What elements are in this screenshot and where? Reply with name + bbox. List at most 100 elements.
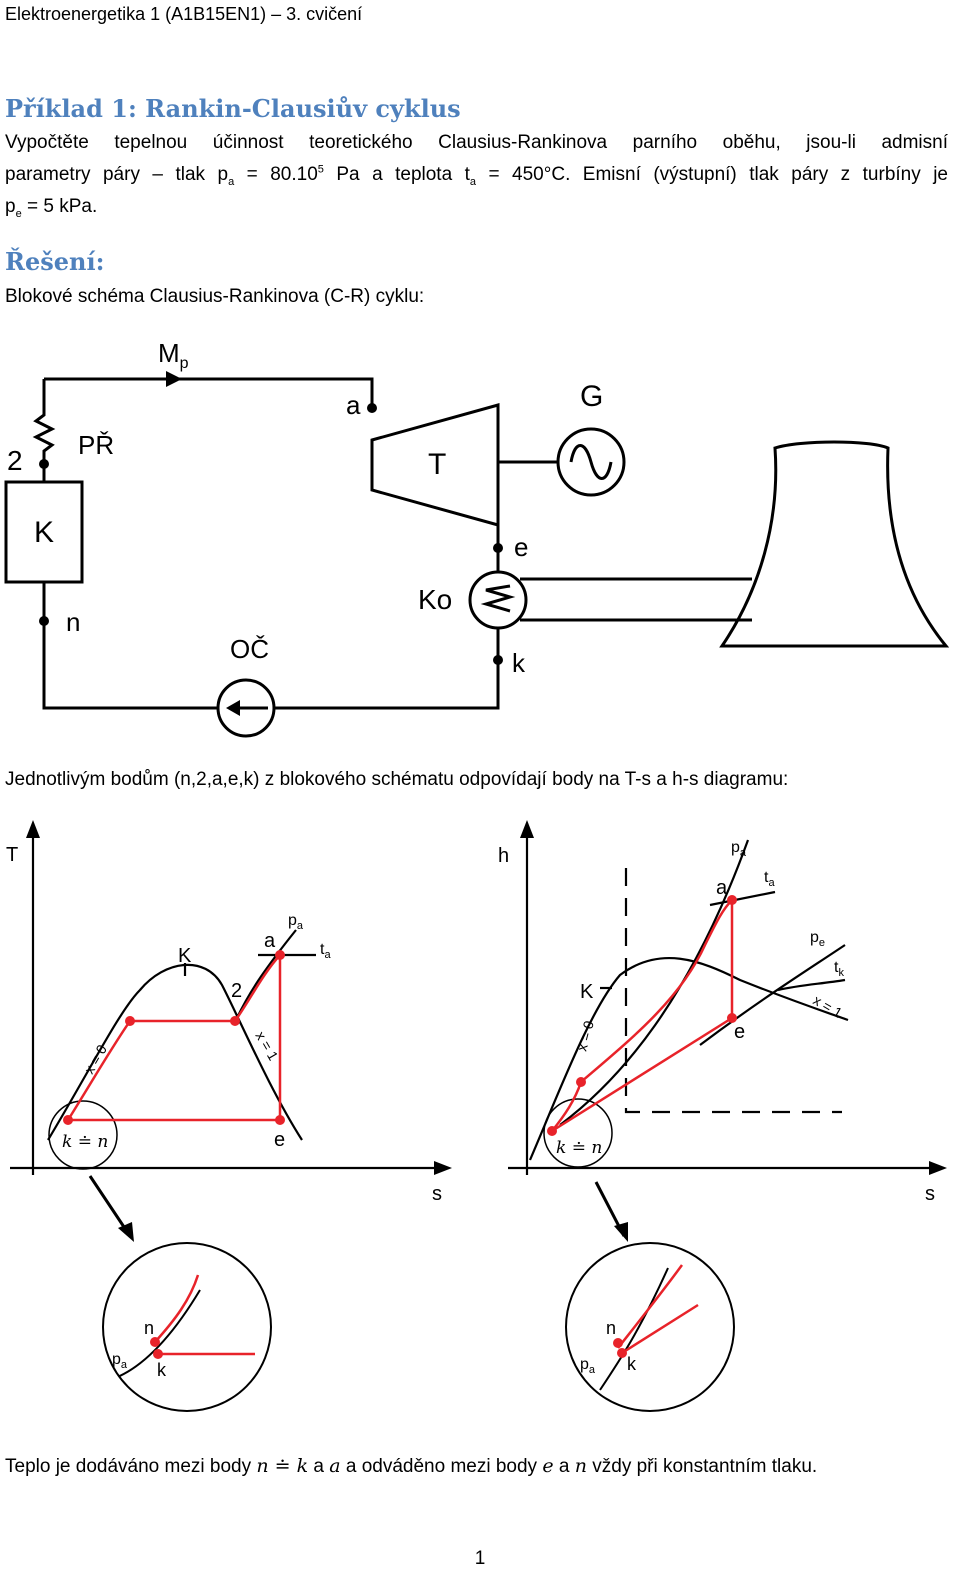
label-t: T: [428, 448, 446, 481]
hs-label-x0: x = 0: [573, 1019, 596, 1053]
conclusion: Teplo je dodáváno mezi body n ≐ k a a a …: [5, 1455, 818, 1477]
hs-label-ta: ta: [764, 869, 775, 889]
ts-zoom-circle: [48, 1100, 118, 1170]
sine-icon: [569, 444, 613, 480]
ts-label-e: e: [274, 1129, 285, 1151]
ts-point-x0: [125, 1016, 135, 1026]
label-k-boiler: K: [34, 516, 54, 549]
block-diagram-caption: Blokové schéma Clausius-Rankinova (C-R) …: [5, 286, 425, 307]
zoom-left-label-pa: pa: [112, 1351, 128, 1371]
hs-dashed-guides: [624, 868, 842, 1114]
hs-label-h: h: [498, 845, 509, 867]
zoom-right-heating: [617, 1264, 684, 1349]
hs-label-s: s: [925, 1183, 935, 1205]
problem-line-2: parametry páry – tlak pa = 80.105 Pa a t…: [5, 163, 948, 188]
ts-label-a: a: [264, 930, 276, 952]
problem-line-3: pe = 5 kPa.: [5, 196, 98, 220]
zoom-left-label-k: k: [157, 1360, 167, 1380]
label-pr: PŘ: [78, 430, 114, 460]
hs-cycle-condensation: [551, 1016, 733, 1133]
ts-label-s: s: [432, 1183, 442, 1205]
label-n: n: [66, 607, 80, 637]
hs-isotherm-tk: [777, 978, 846, 992]
hs-cycle-evaporation-superheat: [580, 899, 733, 1083]
ts-zoom-arrowhead-icon: [118, 1222, 134, 1242]
label-k: k: [512, 648, 526, 678]
pump-arrowhead-icon: [226, 700, 240, 716]
example-title: Příklad 1: Rankin-Clausiův cyklus: [5, 94, 461, 123]
hs-label-k: K: [580, 981, 594, 1003]
hs-point-a: [727, 895, 737, 905]
ts-point-e: [275, 1115, 285, 1125]
zoom-right-point-n: [613, 1338, 623, 1348]
hs-x-arrow-icon: [929, 1161, 947, 1175]
label-ko: Ko: [418, 584, 452, 615]
zoom-right-point-k: [617, 1348, 627, 1358]
hs-zoom-arrowhead-icon: [614, 1222, 628, 1242]
page-number: 1: [474, 1548, 486, 1569]
label-g: G: [580, 380, 603, 413]
zoom-detail-right: n pa k: [565, 1242, 735, 1412]
zoom-right-condensation: [621, 1303, 699, 1355]
node-e: [493, 543, 503, 553]
hs-label-e: e: [734, 1021, 745, 1043]
pipe-left-bottom: [42, 582, 218, 710]
hs-point-kn: [547, 1126, 557, 1136]
cooling-tower: [719, 440, 950, 648]
pipe-right-bottom: [274, 628, 500, 710]
generator-circle: [556, 427, 626, 497]
zoom-left-circle: [102, 1242, 272, 1412]
superheater-zigzag: [32, 379, 56, 482]
flow-arrow-icon: [166, 371, 182, 387]
ts-label-k: K: [178, 945, 192, 967]
label-oc: OČ: [230, 634, 269, 664]
ts-label-ta: ta: [320, 941, 331, 961]
zoom-right-label-pa: pa: [580, 1356, 596, 1376]
ts-point-2: [230, 1016, 240, 1026]
zoom-detail-left: n pa k: [102, 1242, 272, 1412]
label-e: e: [514, 532, 528, 562]
node-2: [39, 459, 49, 469]
ts-cycle-heating: [66, 1020, 132, 1121]
ts-y-arrow-icon: [26, 820, 40, 838]
pump-circle: [216, 678, 276, 738]
label-2: 2: [7, 445, 23, 476]
hs-label-kn: k ≐ n: [556, 1138, 602, 1158]
hs-saturation-curve: [528, 956, 849, 1161]
problem-statement: Vypočtěte tepelnou účinnost teoretického…: [5, 127, 948, 223]
hs-diagram: h s pa a ta pe tk K e x = 0 x = 1 k ≐ n: [498, 820, 947, 1242]
points-caption: Jednotlivým bodům (n,2,a,e,k) z blokovéh…: [5, 769, 789, 790]
hs-zoom-circle: [543, 1098, 613, 1168]
problem-line-1: Vypočtěte tepelnou účinnost teoretického…: [5, 132, 948, 153]
hs-label-a: a: [716, 877, 728, 899]
zoom-right-label-n: n: [606, 1318, 616, 1338]
hs-point-e: [727, 1013, 737, 1023]
label-a: a: [346, 390, 361, 420]
hs-y-arrow-icon: [520, 820, 534, 838]
steam-pipe-top: [44, 377, 374, 408]
document-header: Elektroenergetika 1 (A1B15EN1) – 3. cvič…: [5, 4, 363, 24]
block-diagram: Mp a G PŘ 2 T K e Ko n OČ k: [4, 338, 950, 738]
zoom-right-label-k: k: [627, 1354, 637, 1374]
label-mp: Mp: [158, 338, 189, 372]
node-a: [367, 403, 377, 413]
ts-point-kn: [63, 1115, 73, 1125]
zoom-right-saturation: [599, 1267, 669, 1391]
zoom-right-circle: [565, 1242, 735, 1412]
condenser-coil: [480, 584, 516, 613]
condenser-circle: [468, 570, 528, 630]
zoom-left-point-n: [150, 1337, 160, 1347]
ts-label-t: T: [6, 844, 18, 866]
zoom-left-point-k: [153, 1349, 163, 1359]
ts-label-kn: k ≐ n: [62, 1132, 108, 1152]
zoom-left-heating: [154, 1274, 200, 1343]
ts-x-arrow-icon: [434, 1161, 452, 1175]
hs-label-pa: pa: [731, 839, 747, 859]
cooling-pipes: [520, 577, 752, 622]
node-k: [493, 655, 503, 665]
ts-label-2: 2: [231, 980, 242, 1002]
hs-label-tk: tk: [834, 959, 844, 979]
ts-point-a: [275, 950, 285, 960]
hs-point-x0: [576, 1077, 586, 1087]
ts-cycle-superheat: [233, 954, 281, 1022]
